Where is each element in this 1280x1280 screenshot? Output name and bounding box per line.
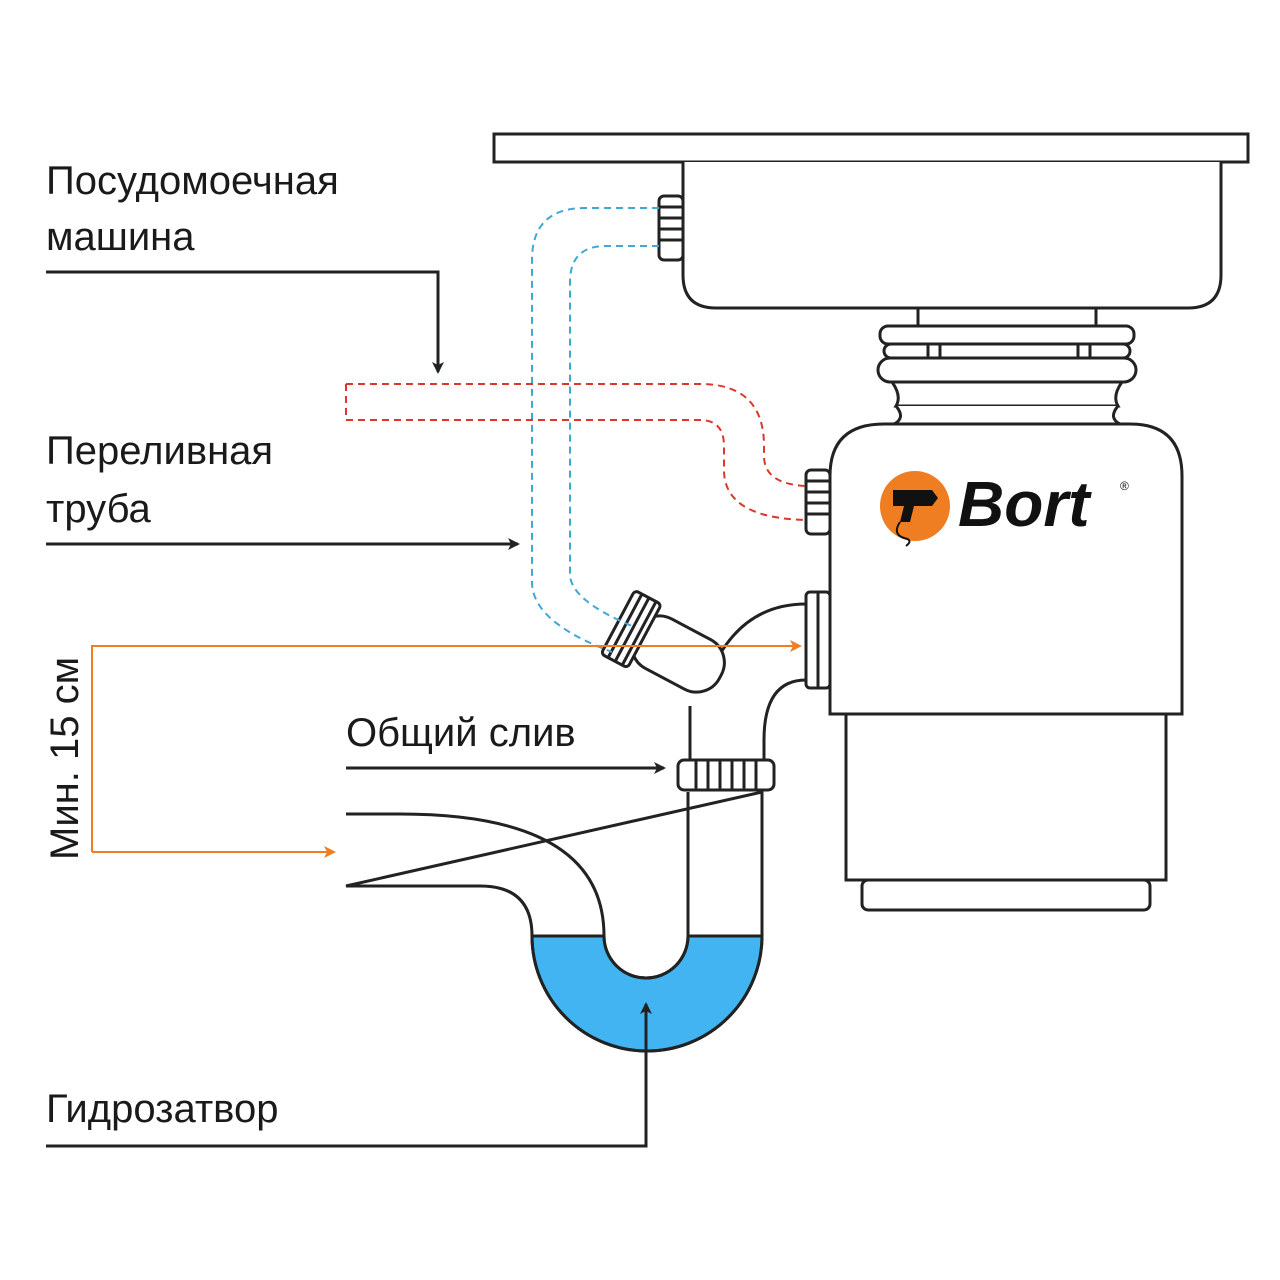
disposer-base [860, 878, 1152, 912]
overflow-pipe-lower [345, 384, 807, 521]
label-dishwasher-line1: Посудомоечная [46, 159, 339, 203]
label-min-height: Мин. 15 см [43, 657, 87, 860]
label-overflow-line1: Переливная [46, 429, 273, 473]
leader-water-seal [46, 1002, 652, 1148]
sink-dishwasher-fitting [657, 194, 685, 262]
brand-registered-mark: ® [1120, 479, 1129, 493]
leader-dishwasher [46, 270, 444, 374]
dishwasher-drain-inlet [600, 590, 726, 694]
overflow-inlet-fitting [804, 468, 832, 536]
brand-name: Bort [958, 468, 1092, 540]
disposer-outlet [804, 590, 832, 690]
dimension-arrow-top [91, 640, 802, 852]
dishwasher-hose-inner [569, 245, 659, 627]
label-water-seal: Гидрозатвор [46, 1087, 278, 1131]
bort-logo: Bort ® [880, 468, 1129, 547]
countertop [492, 132, 1250, 164]
label-dishwasher-line2: машина [46, 215, 195, 259]
overflow-pipe [346, 383, 807, 487]
drain-elbow [688, 602, 807, 760]
slip-nut-coupling [676, 758, 776, 792]
label-common-drain: Общий слив [346, 711, 576, 755]
disposer-lower-body [844, 712, 1168, 882]
label-overflow-line2: труба [46, 487, 152, 531]
sink-bowl [681, 162, 1223, 310]
mounting-flange [876, 306, 1138, 426]
p-trap [345, 790, 764, 1053]
dishwasher-hose [531, 207, 659, 653]
